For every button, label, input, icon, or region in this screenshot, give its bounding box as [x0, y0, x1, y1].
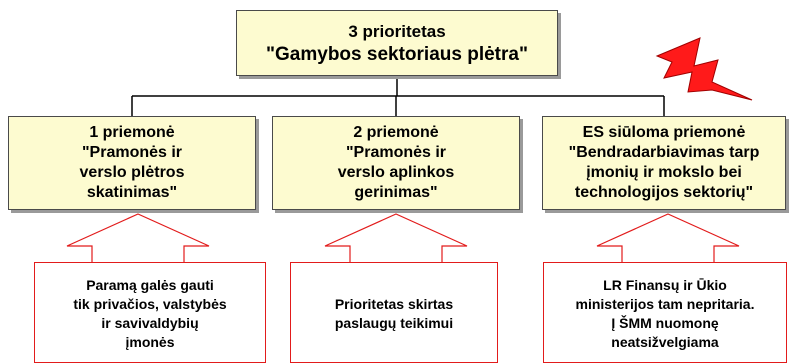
callout-arrow-1 — [66, 213, 210, 262]
measure-box-2: 2 priemonė "Pramonės ir verslo aplinkos … — [272, 116, 520, 210]
priority-title: "Gamybos sektoriaus plėtra" — [266, 44, 528, 65]
priority-label: 3 prioritetas — [348, 22, 446, 41]
measure-2-line-1: 2 priemonė — [353, 124, 439, 141]
measure-1-line-2: "Pramonės ir — [81, 144, 183, 161]
measure-box-3: ES siūloma priemonė "Bendradarbiavimas t… — [542, 116, 786, 210]
note-3-line-1: LR Finansų ir Ūkio — [603, 276, 727, 293]
measure-box-1: 1 priemonė "Pramonės ir verslo plėtros s… — [8, 116, 256, 210]
callout-note-3: LR Finansų ir Ūkio ministerijos tam nepr… — [543, 262, 787, 363]
measure-2-line-2: "Pramonės ir — [345, 144, 447, 161]
connector-lines — [131, 76, 665, 116]
measure-3-line-3: įmonių ir mokslo bei — [586, 164, 742, 181]
callout-arrow-3 — [596, 213, 740, 262]
note-1-line-2: tik privačios, valstybės — [73, 295, 227, 312]
note-1-line-4: įmonės — [125, 333, 175, 350]
note-1-line-1: Paramą galės gauti — [86, 276, 214, 293]
lightning-bolt-icon — [655, 37, 753, 101]
note-1-line-3: ir savivaldybių — [101, 314, 199, 331]
measure-2-line-3: verslo aplinkos — [337, 164, 455, 181]
note-3-line-4: neatsižvelgiama — [611, 333, 719, 350]
measure-1-line-1: 1 priemonė — [89, 124, 175, 141]
callout-note-1: Paramą galės gauti tik privačios, valsty… — [34, 262, 266, 363]
callout-arrow-2 — [324, 213, 468, 262]
priority-box: 3 prioritetas "Gamybos sektoriaus plėtra… — [236, 10, 558, 76]
note-2-line-1: Prioritetas skirtas — [334, 295, 454, 312]
measure-3-line-1: ES siūloma priemonė — [582, 124, 746, 141]
callout-arrows — [66, 213, 740, 262]
note-3-line-3: Į ŠMM nuomonę — [611, 314, 719, 331]
measure-3-line-2: "Bendradarbiavimas tarp — [568, 144, 760, 161]
measure-1-line-4: skatinimas" — [86, 184, 178, 201]
callout-note-2: Prioritetas skirtas paslaugų teikimui — [290, 262, 498, 363]
note-3-line-2: ministerijos tam nepritaria. — [575, 295, 755, 312]
note-2-line-2: paslaugų teikimui — [334, 314, 454, 331]
measure-3-line-4: technologijos sektorių" — [574, 184, 754, 201]
measure-1-line-3: verslo plėtros — [79, 164, 185, 181]
measure-2-line-4: gerinimas" — [354, 184, 438, 201]
